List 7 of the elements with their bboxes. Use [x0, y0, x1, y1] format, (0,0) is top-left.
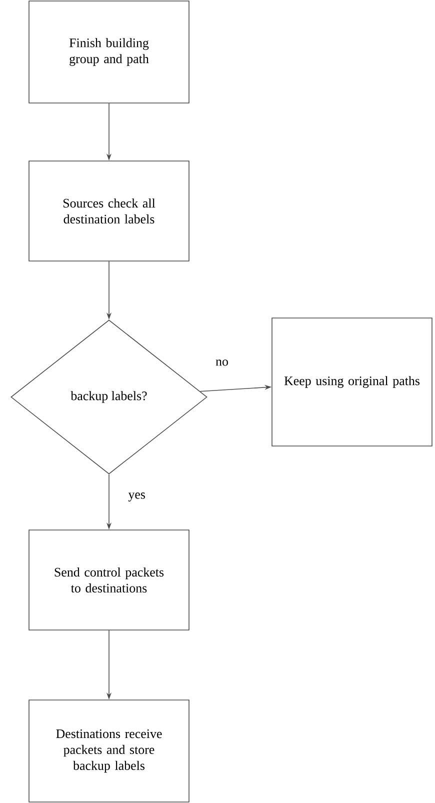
process-box: Destinations receive packets and store backup labels	[28, 700, 190, 802]
process-box: Sources check all destination labels	[28, 160, 190, 262]
edge-label: no	[216, 360, 228, 366]
process-box: Finish building group and path	[28, 0, 190, 104]
edge-label: yes	[128, 492, 145, 502]
process-box: Send control packets to destinations	[28, 530, 190, 630]
process-box: Keep using original paths	[272, 318, 432, 446]
